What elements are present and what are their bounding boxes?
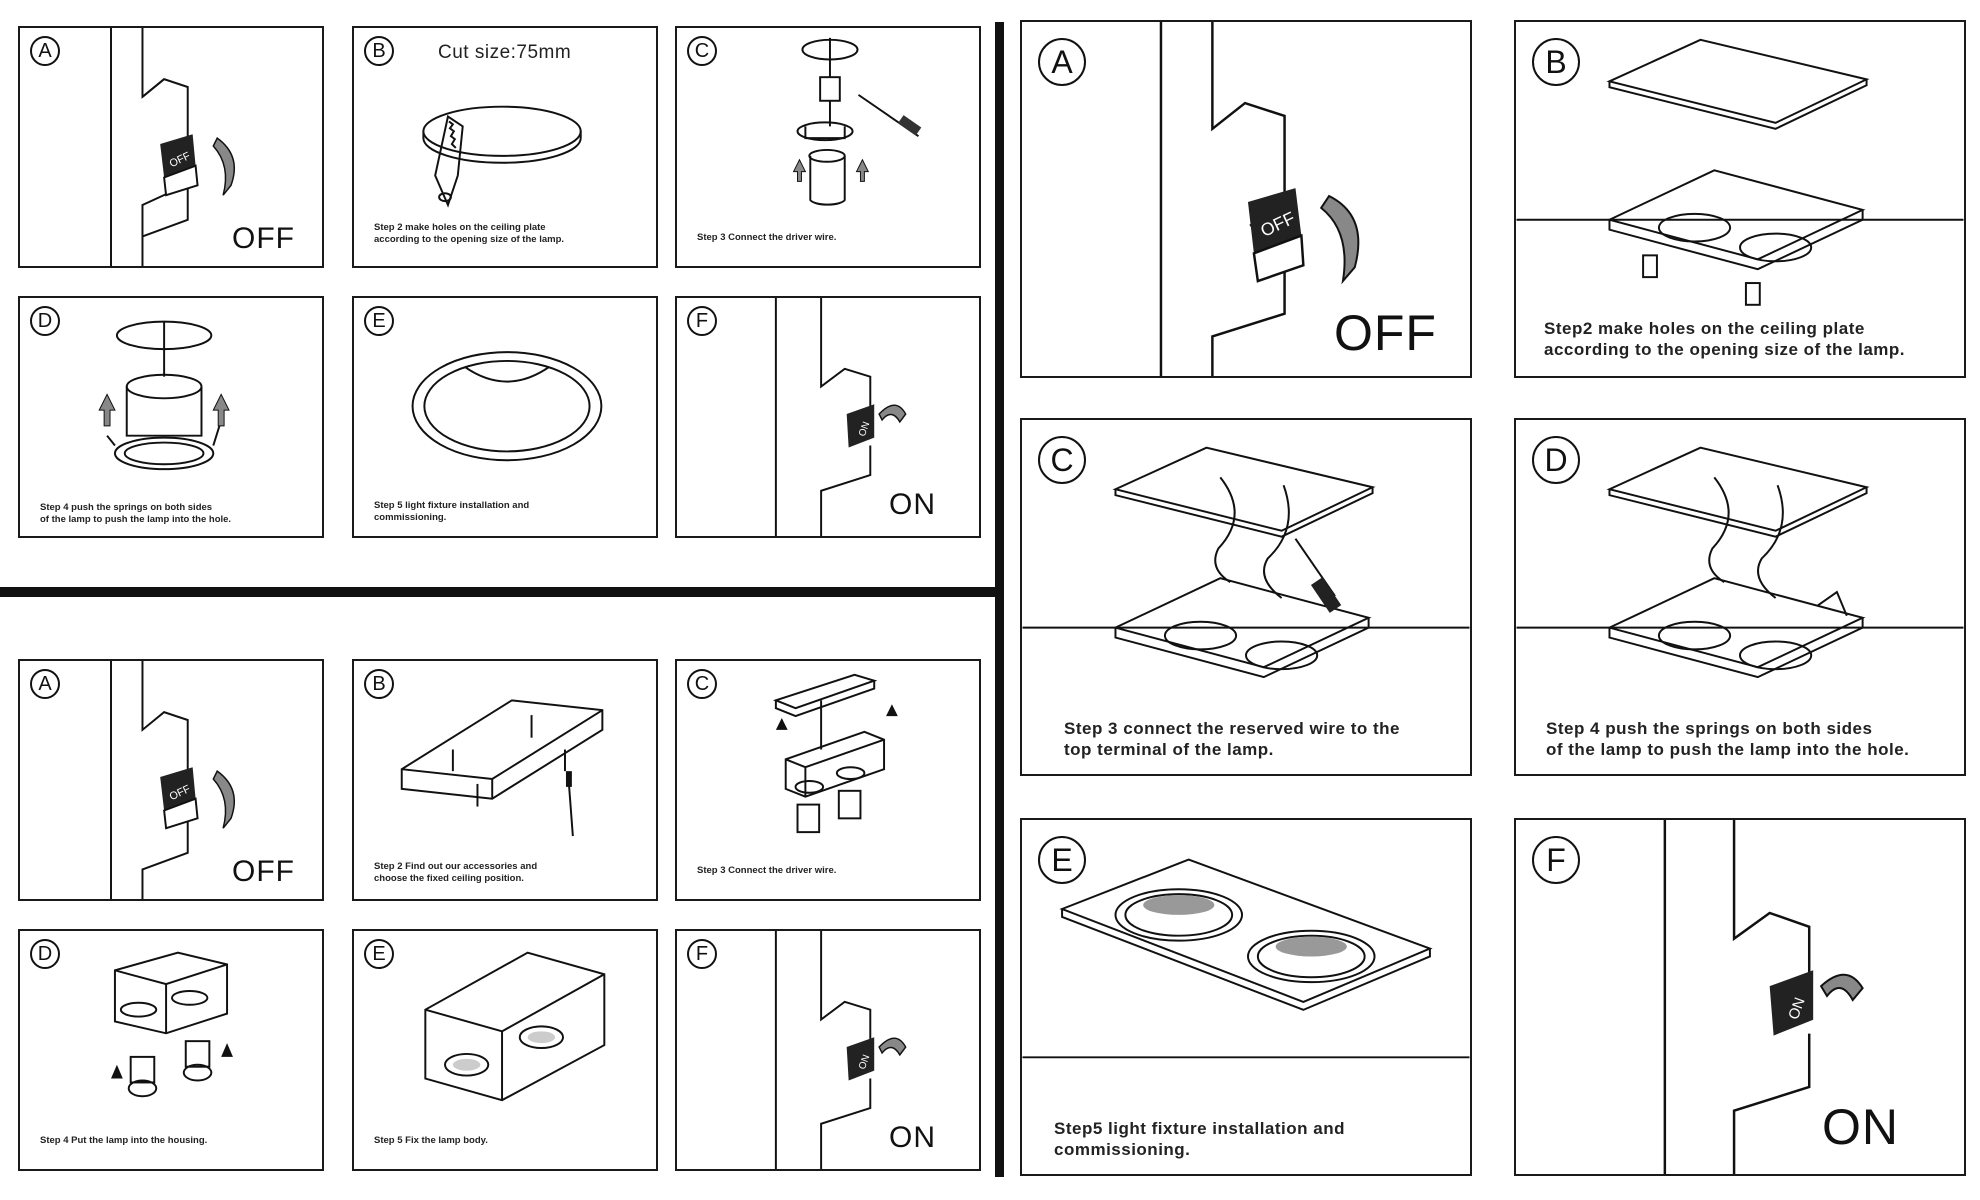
g3-panel-e: E Step5 light fixture installation and c… [1020,818,1472,1176]
g1-panel-a: OFF A OFF [18,26,324,268]
switch-state-label: OFF [232,855,295,888]
svg-text:ON: ON [857,420,872,438]
off-switch-illustration: OFF [110,28,235,266]
ceiling-plate-screws-illustration [400,699,604,837]
switch-state-label: OFF [232,222,295,255]
switch-state-label: OFF [1334,305,1437,361]
switch-state-label: ON [1822,1099,1899,1155]
lamp-body-fixed-illustration [424,951,606,1102]
step-caption: Step 2 make holes on the ceiling plate a… [374,222,565,245]
step-caption: Step 3 Connect the driver wire. [697,232,837,243]
g2-panel-d: D Step 4 Put the lamp into the housing. [18,929,324,1171]
g1-panel-d: D Step 4 push the springs on both sides … [18,296,324,538]
step-letter: C [687,669,717,699]
installed-double-fixture-illustration [1022,858,1470,1059]
g1-panel-c: C Step 3 Connect the driver wire. [675,26,981,268]
driver-wire-illustration [792,37,922,206]
step-letter: F [687,939,717,969]
on-switch-illustration: ON [774,298,907,536]
step-letter: B [364,669,394,699]
on-switch-illustration: ON [774,931,907,1169]
g2-panel-b: B Step 2 Find out our accessories and ch… [352,659,658,901]
step-letter: E [364,939,394,969]
housing-wire-illustration [772,673,898,834]
switch-state-label: ON [889,488,936,521]
g2-panel-a: OFF A OFF [18,659,324,901]
g3-panel-f: ON F ON [1514,818,1966,1176]
step-letter: D [30,939,60,969]
step-caption: Step2 make holes on the ceiling plate ac… [1544,319,1906,360]
step-letter: D [1532,436,1580,484]
off-switch-illustration: OFF [1159,22,1360,376]
step-letter: C [1038,436,1086,484]
g3-panel-d: D Step 4 push the springs on both sides … [1514,418,1966,776]
svg-text:ON: ON [857,1053,872,1071]
step-caption: Step 4 Put the lamp into the housing. [40,1135,208,1146]
step-letter: A [1038,38,1086,86]
g2-panel-c: C Step 3 Connect the driver wire. [675,659,981,901]
g1-panel-f: ON F ON [675,296,981,538]
step-letter: B [364,36,394,66]
step-caption: Step 3 connect the reserved wire to the … [1064,719,1400,760]
on-switch-illustration: ON [1663,820,1864,1174]
step-caption: Step 4 push the springs on both sides of… [40,502,232,525]
vertical-divider [995,22,1004,1177]
push-springs-illustration [98,320,230,471]
connect-reserved-wire-illustration [1022,446,1470,679]
step-caption: Step5 light fixture installation and com… [1054,1119,1345,1160]
step-letter: B [1532,38,1580,86]
double-plate-holes-illustration [1516,38,1964,306]
g1-panel-e: E Step 5 light fixture installation and … [352,296,658,538]
cut-size-label: Cut size:75mm [438,42,572,63]
step-letter: A [30,669,60,699]
g2-panel-e: E Step 5 Fix the lamp body. [352,929,658,1171]
step-letter: F [687,306,717,336]
horizontal-divider [0,587,995,597]
step-letter: E [1038,836,1086,884]
step-letter: A [30,36,60,66]
step-letter: C [687,36,717,66]
fixture-installed-illustration [411,351,603,462]
step-caption: Step 2 Find out our accessories and choo… [374,861,538,884]
g1-panel-b: B Cut size:75mm Step 2 make holes on the… [352,26,658,268]
g3-panel-b: B Step2 make holes on the ceiling plate … [1514,20,1966,378]
step-caption: Step 5 Fix the lamp body. [374,1135,488,1146]
svg-text:ON: ON [1786,996,1809,1022]
off-switch-illustration: OFF [110,661,235,899]
step-caption: Step 3 Connect the driver wire. [697,865,837,876]
g3-panel-c: C Step 3 connect the reserved wire to th… [1020,418,1472,776]
g2-panel-f: ON F ON [675,929,981,1171]
push-springs-double-illustration [1516,446,1964,679]
step-letter: F [1532,836,1580,884]
step-caption: Step 4 push the springs on both sides of… [1546,719,1910,760]
saw-cut-illustration [422,105,582,208]
step-letter: D [30,306,60,336]
switch-state-label: ON [889,1121,936,1154]
step-caption: Step 5 light fixture installation and co… [374,500,530,523]
lamp-into-housing-illustration [111,951,233,1098]
step-letter: E [364,306,394,336]
g3-panel-a: OFF A OFF [1020,20,1472,378]
